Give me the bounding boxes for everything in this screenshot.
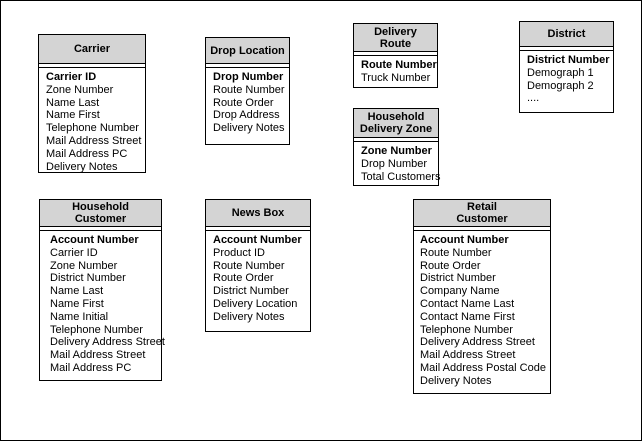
entity-title-line: Route bbox=[379, 37, 412, 50]
entity-divider bbox=[354, 52, 437, 56]
attribute-field: Mail Address Street bbox=[50, 349, 146, 362]
attribute-field: Demograph 2 bbox=[527, 79, 594, 92]
entity-title-line: Delivery bbox=[374, 25, 417, 38]
entity-title: Carrier bbox=[39, 35, 145, 64]
attribute-field: Drop Address bbox=[213, 109, 280, 122]
entity-divider bbox=[40, 227, 161, 231]
entity-divider bbox=[39, 64, 145, 68]
attribute-field: Name Last bbox=[50, 285, 104, 298]
attribute-field: Mail Address Street bbox=[420, 349, 516, 362]
attribute-field: Contact Name First bbox=[420, 310, 515, 323]
entity-title-line: Household bbox=[367, 111, 425, 123]
entity-title-line: Delivery Zone bbox=[359, 123, 433, 135]
attribute-field: Total Customers bbox=[361, 170, 441, 183]
attribute-field: Delivery Notes bbox=[46, 160, 118, 173]
primary-key-field: Drop Number bbox=[213, 71, 284, 83]
primary-key-field: Account Number bbox=[50, 234, 139, 246]
attribute-field: Telephone Number bbox=[50, 323, 143, 336]
attribute-field: Route Order bbox=[213, 272, 274, 285]
attribute-field: District Number bbox=[420, 272, 496, 285]
attribute-field: Name First bbox=[50, 297, 104, 310]
attribute-field: Route Order bbox=[213, 96, 274, 109]
primary-key-field: Account Number bbox=[420, 234, 509, 246]
entity-divider bbox=[520, 47, 613, 51]
attribute-field: Mail Address PC bbox=[46, 147, 128, 160]
attribute-field: Route Number bbox=[213, 259, 285, 272]
attribute-field: District Number bbox=[213, 285, 289, 298]
attribute-field: Name First bbox=[46, 109, 100, 122]
attribute-field: Demograph 1 bbox=[527, 66, 594, 79]
attribute-field: Zone Number bbox=[50, 259, 118, 272]
entity-divider bbox=[354, 138, 438, 142]
primary-key-field: Account Number bbox=[213, 234, 302, 246]
attribute-field: Delivery Address Street bbox=[50, 336, 165, 349]
entity-title-line: Customer bbox=[456, 213, 508, 225]
attribute-field: Delivery Location bbox=[213, 297, 298, 310]
attribute-field: Company Name bbox=[420, 285, 500, 298]
attribute-field: Mail Address Postal Code bbox=[420, 361, 546, 374]
attribute-field: Mail Address Street bbox=[46, 134, 142, 147]
entity-title: Drop Location bbox=[206, 38, 289, 64]
attribute-field: Mail Address PC bbox=[50, 361, 132, 374]
attribute-field: .... bbox=[527, 92, 540, 105]
entity-title-line: News Box bbox=[231, 207, 285, 219]
attribute-field: Route Number bbox=[420, 246, 492, 259]
entity-title-line: Customer bbox=[74, 213, 127, 225]
entity-divider bbox=[206, 227, 310, 231]
attribute-field: Truck Number bbox=[361, 71, 431, 84]
entity-title: District bbox=[520, 22, 613, 47]
entity-title-line: Drop Location bbox=[210, 44, 285, 57]
entity-title-line: Household bbox=[72, 201, 129, 213]
attribute-field: Telephone Number bbox=[46, 122, 139, 135]
entity-divider bbox=[414, 227, 550, 231]
attribute-field: Zone Number bbox=[46, 83, 114, 96]
attribute-field: Delivery Notes bbox=[420, 374, 492, 387]
entity-title-line: Retail bbox=[467, 201, 497, 213]
attribute-field: Telephone Number bbox=[420, 323, 513, 336]
attribute-field: Delivery Address Street bbox=[420, 336, 535, 349]
entity-title-line: Carrier bbox=[73, 43, 111, 55]
attribute-field: Route Order bbox=[420, 259, 481, 272]
primary-key-field: Carrier ID bbox=[46, 71, 97, 83]
attribute-field: Drop Number bbox=[361, 157, 428, 170]
entity-divider bbox=[206, 64, 289, 68]
attribute-field: Contact Name Last bbox=[420, 297, 515, 310]
primary-key-field: District Number bbox=[527, 54, 610, 66]
attribute-field: Delivery Notes bbox=[213, 122, 285, 135]
attribute-field: District Number bbox=[50, 272, 126, 285]
attribute-field: Name Initial bbox=[50, 310, 109, 323]
primary-key-field: Zone Number bbox=[361, 145, 432, 157]
attribute-field: Delivery Notes bbox=[213, 310, 285, 323]
attribute-field: Carrier ID bbox=[50, 246, 98, 259]
primary-key-field: Route Number bbox=[361, 59, 437, 71]
attribute-field: Route Number bbox=[213, 83, 285, 96]
entity-title-line: District bbox=[547, 28, 586, 40]
attribute-field: Name Last bbox=[46, 96, 100, 109]
attribute-field: Product ID bbox=[213, 246, 265, 259]
entity-title: News Box bbox=[206, 200, 310, 227]
